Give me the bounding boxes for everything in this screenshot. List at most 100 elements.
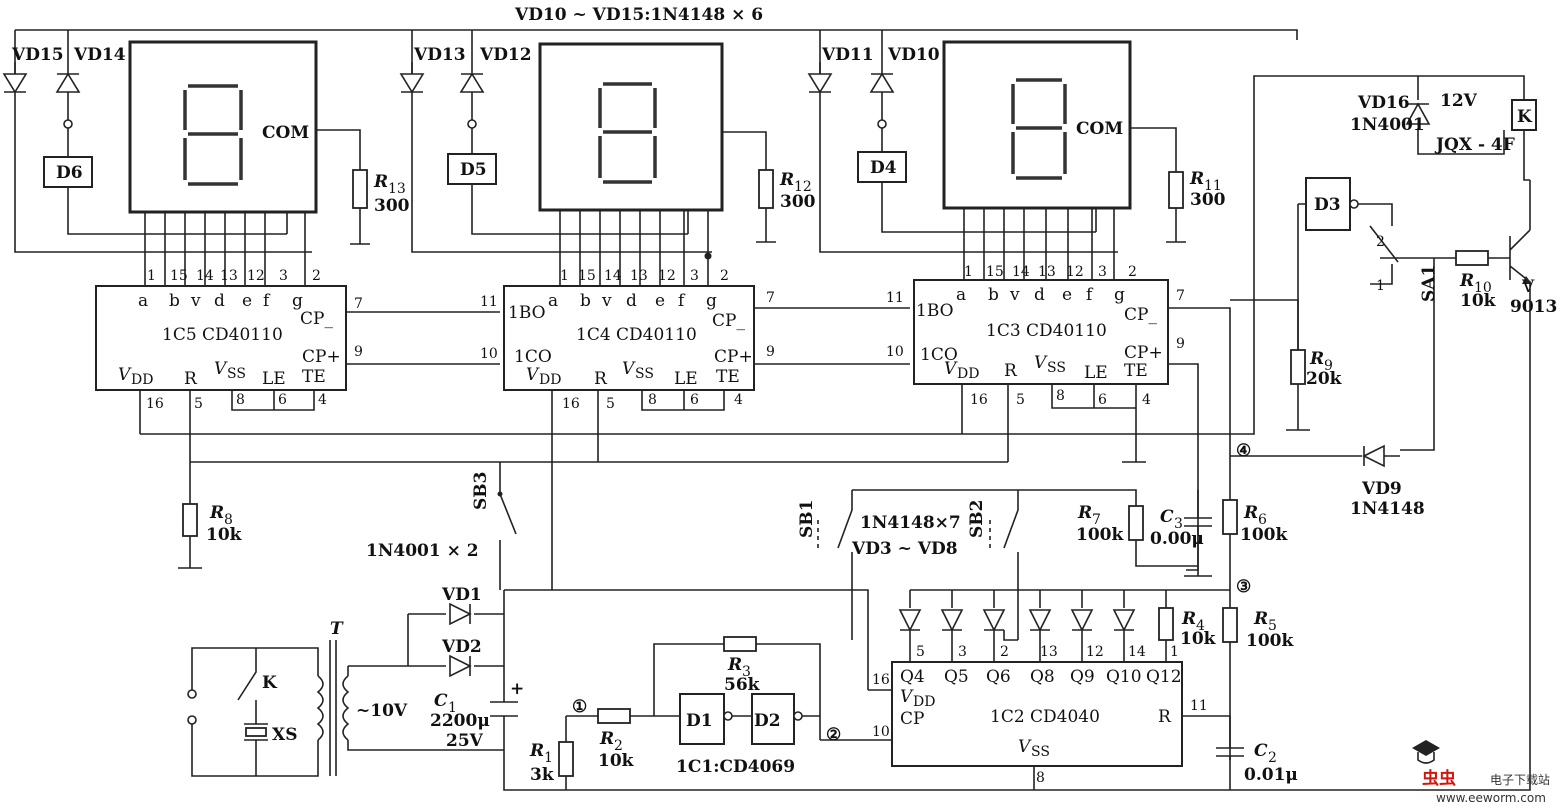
- ic3-seg-f: f: [1086, 285, 1094, 305]
- resistor-r9-name: R: [1309, 349, 1324, 369]
- resistor-r8-value: 10k: [206, 525, 243, 545]
- transformer-secondary: [342, 675, 350, 741]
- ic4-cp-minus: CP_: [712, 311, 745, 331]
- ic4-pin-g: 2: [720, 268, 729, 284]
- resistor-r7-value: 100k: [1076, 525, 1124, 545]
- ic4-vss-sub: SS: [635, 366, 654, 382]
- vdd-bus-wire: [140, 75, 1525, 435]
- ic5-r: R: [184, 369, 198, 389]
- resistor-r2: [597, 708, 631, 724]
- ic5-seg-b: b: [169, 291, 180, 311]
- ic2-pin-q8: 13: [1040, 644, 1058, 660]
- relay-coil-label: K: [1517, 107, 1533, 127]
- resistor-r3: [723, 636, 757, 652]
- ic3-pin-11: 11: [886, 290, 904, 306]
- graduation-cap-icon: [1412, 740, 1440, 756]
- ic2-vss: V: [1018, 737, 1032, 757]
- diode-vd16-label: VD16: [1357, 93, 1410, 113]
- transistor-type: 9013: [1510, 297, 1557, 317]
- ic5-pin-4: 4: [318, 392, 327, 408]
- resistor-r3-name: R: [727, 655, 742, 675]
- display-group-1: VD15 VD14 D6 COM R 13 300: [2, 30, 410, 286]
- ic4-pin-a: 1: [560, 268, 569, 284]
- ic4-name: 1C4 CD40110: [576, 325, 697, 345]
- ic3-pin-6: 6: [1098, 392, 1107, 408]
- node-4: ④: [1236, 441, 1251, 461]
- resistor-r12: [758, 169, 774, 209]
- watermark-brand: 虫虫: [1422, 768, 1456, 789]
- capacitor-c1-sub: 1: [448, 700, 457, 716]
- ic5-te: TE: [302, 367, 326, 387]
- relay-type: JQX - 4F: [1434, 135, 1515, 155]
- ic4-vdd: V: [526, 365, 540, 385]
- ic3-seg-d: d: [1034, 285, 1045, 305]
- diode-vd14-symbol: [55, 72, 81, 93]
- ic4-pin-d: 13: [630, 268, 648, 284]
- decoder-label-d4: D4: [870, 158, 897, 178]
- ic2-label-q6: Q6: [986, 667, 1011, 687]
- capacitor-c3-value: 0.00μ: [1150, 529, 1204, 549]
- resistor-r8-name: R: [209, 503, 224, 523]
- resistor-r4: [1158, 607, 1174, 641]
- ic4-pin-6: 6: [690, 392, 699, 408]
- diode-vd16-symbol: [1405, 102, 1431, 125]
- ic4-vss: V: [622, 359, 636, 379]
- decoder-label-d5: D5: [460, 160, 487, 180]
- ic3-seg-b: b: [988, 285, 999, 305]
- counter-ic5: 1 15 14 13 12 3 2 a b v d e f g 1C5 CD40…: [95, 268, 500, 462]
- ic5-pin-6: 6: [278, 392, 287, 408]
- resistor-r1-value: 3k: [530, 765, 555, 785]
- ic2-cp: CP: [900, 709, 924, 729]
- ic3-r: R: [1004, 361, 1018, 381]
- ic1-label: 1C1:CD4069: [676, 757, 795, 777]
- diode-vd1-symbol: [449, 602, 472, 626]
- ic3-le: LE: [1084, 363, 1108, 383]
- resistor-r9-sub: 9: [1324, 358, 1333, 374]
- socket-label: XS: [272, 725, 297, 745]
- display-group-3: VD11 VD10 D4 COM R 11 300: [807, 30, 1226, 286]
- ic5-vdd-sub: DD: [131, 372, 153, 388]
- ic4-pin-11: 11: [480, 294, 498, 310]
- diode-array-note: 1N4148×7: [860, 513, 961, 533]
- emitter-ground-wire: [1230, 300, 1531, 791]
- ic4-pin-e: 12: [658, 268, 676, 284]
- diode-vd13-symbol: [399, 73, 425, 94]
- plug-terminal-2: [187, 715, 197, 725]
- ic3-pin-g: 2: [1128, 264, 1137, 280]
- diode-label-vd12: VD12: [479, 45, 532, 65]
- resistor-r2-sub: 2: [614, 738, 623, 754]
- ic3-pin-5: 5: [1016, 392, 1025, 408]
- ac-voltage: ~10V: [356, 701, 408, 721]
- resistor-r4-name: R: [1181, 609, 1196, 629]
- ic4-seg-v: v: [601, 291, 612, 311]
- ic3-vdd: V: [944, 359, 958, 379]
- ic2-pin-11: 11: [1190, 698, 1208, 714]
- capacitor-c1-voltage: 25V: [446, 731, 484, 751]
- ic4-seg-f: f: [678, 291, 686, 311]
- resistor-r5: [1222, 607, 1238, 643]
- diode-vd10-symbol: [869, 72, 895, 93]
- switch-sb3-label: SB3: [471, 472, 491, 510]
- ic5-seg-g: g: [292, 291, 303, 311]
- divider-ic2: R 4 10k R 5 100k 5 3 2 13 12 14 1 Q4 Q5 …: [504, 589, 1298, 790]
- ic2-pin-q4: 5: [916, 644, 925, 660]
- ic4-seg-a: a: [548, 291, 558, 311]
- ic2-pin-16: 16: [872, 672, 890, 688]
- display-group-2: VD13 VD12 D5 R 12 300: [399, 30, 816, 286]
- ic4-pin-b: 15: [578, 268, 596, 284]
- switch-sb2-label: SB2: [967, 500, 987, 538]
- ic5-pin-9: 9: [354, 344, 363, 360]
- resistor-r13-sub: 13: [388, 181, 406, 197]
- resistor-r1-sub: 1: [544, 750, 553, 766]
- resistor-r12-value: 300: [780, 192, 816, 212]
- ic4-pin-5: 5: [606, 396, 615, 412]
- ic4-pin-c: 14: [604, 268, 622, 284]
- digit-glyph-3: [1011, 78, 1067, 180]
- transformer-primary: [316, 675, 324, 741]
- diode-label-vd14: VD14: [73, 45, 126, 65]
- ic3-name: 1C3 CD40110: [986, 321, 1107, 341]
- resistor-r1-name: R: [529, 741, 544, 761]
- ic5-cp-minus: CP_: [300, 309, 333, 329]
- ic4-bo: 1BO: [508, 303, 546, 323]
- ic5-vss: V: [214, 359, 228, 379]
